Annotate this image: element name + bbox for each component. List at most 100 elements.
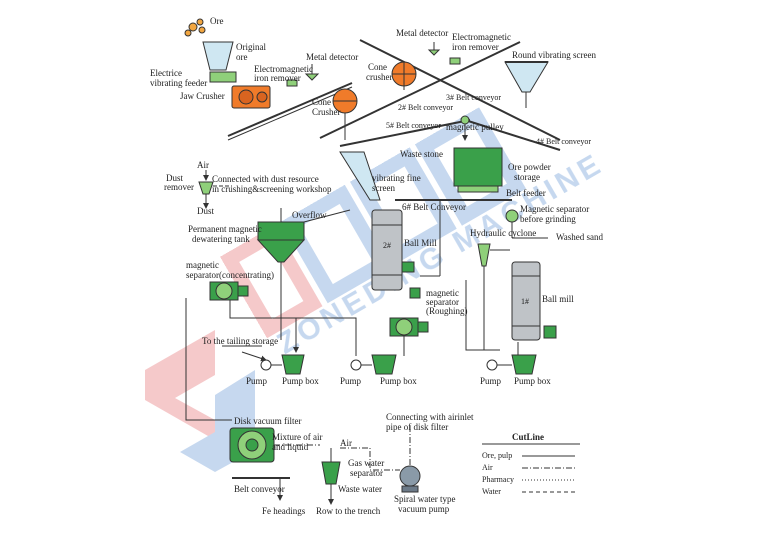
belt-conveyor-5 <box>339 119 471 147</box>
label-dust: Dust <box>197 206 215 216</box>
watermark-logo-red <box>145 330 215 440</box>
label-washed-sand: Washed sand <box>556 232 604 242</box>
label-cone-crusher-2b: crusher <box>366 72 393 82</box>
pumps <box>222 345 537 375</box>
label-ball-mill-1: Ball Mill <box>404 238 437 248</box>
belt-conveyor-4 <box>464 119 561 151</box>
label-ore-powder-2: storage <box>514 172 540 182</box>
label-disk-filter: Disk vacuum filter <box>234 416 301 426</box>
label-em-iron-remover-2b: iron remover <box>452 42 499 52</box>
pump-box-3 <box>511 354 537 375</box>
label-conn-air-2: pipe of disk filter <box>386 422 448 432</box>
motor-box-1 <box>409 287 421 299</box>
label-pump-box-3: Pump box <box>514 376 551 386</box>
ball-mill-1-tag: 1# <box>521 297 529 306</box>
dust-remover <box>198 170 232 209</box>
label-belt-2: 2# Belt conveyor <box>398 103 453 112</box>
label-spiral-pump-2: vacuum pump <box>398 504 450 514</box>
label-belt-feeder: Belt feeder <box>506 188 546 198</box>
pump-2 <box>350 359 362 371</box>
label-magnetic-pulley: magnetic pulley <box>446 122 504 132</box>
label-belt-4: 4# Belt conveyor <box>536 137 591 146</box>
label-mixture-1: Mixture of air <box>272 432 322 442</box>
label-cone-crusher-1b: Crusher <box>312 107 341 117</box>
belt-conveyor-3 <box>359 39 561 141</box>
label-spiral-pump-1: Spiral water type <box>394 494 455 504</box>
magnetic-separator-concentrating <box>209 281 249 301</box>
ball-mill-2-tag: 2# <box>383 241 391 250</box>
label-belt-3: 3# Belt conveyor <box>446 93 501 102</box>
label-ore: Ore <box>210 16 224 26</box>
legend-item-ore-pulp: Ore, pulp <box>482 451 512 460</box>
label-original-ore-2: ore <box>236 52 248 62</box>
label-electrice-feeder-2: vibrating feeder <box>150 78 207 88</box>
label-overflow: Overflow <box>292 210 327 220</box>
label-mag-rough-3: (Roughing) <box>426 306 468 316</box>
label-mag-rough-2: separator <box>426 297 459 307</box>
label-ball-mill-2: Ball mill <box>542 294 574 304</box>
label-electrice-feeder-1: Electrice <box>150 68 182 78</box>
watermark-glyph-1 <box>220 224 323 339</box>
label-vib-fine-1: vibrating fine <box>372 173 421 183</box>
ball-mill-1: 1# <box>511 261 557 341</box>
disk-vacuum-filter <box>229 427 275 463</box>
legend-item-pharmacy: Pharmacy <box>482 475 514 484</box>
legend-item-water: Water <box>482 487 501 496</box>
metal-detector-2 <box>427 42 441 56</box>
legend-item-air: Air <box>482 463 493 472</box>
dewatering-tank <box>256 221 306 340</box>
legend-title: CutLine <box>512 432 544 442</box>
em-iron-remover-1 <box>286 79 298 87</box>
label-dust-remover-1: Dust <box>166 173 184 183</box>
em-iron-remover-2 <box>449 57 461 65</box>
pump-3 <box>486 359 498 371</box>
label-jaw-crusher: Jaw Crusher <box>180 91 225 101</box>
legend: CutLine Ore, pulp Air Pharmacy Water <box>482 432 580 496</box>
jaw-crusher <box>231 85 271 109</box>
pump-box-2 <box>371 354 397 375</box>
label-perm-tank-1: Permanent magnetic <box>188 224 262 234</box>
cone-crusher-2 <box>391 61 417 90</box>
label-original-ore-1: Original <box>236 42 266 52</box>
ore-icon <box>184 18 206 37</box>
label-em-iron-remover-1a: Electromagnetic <box>254 64 313 74</box>
label-mag-sep-before-1: Magnetic separator <box>520 204 589 214</box>
label-mag-sep-before-2: before grinding <box>520 214 576 224</box>
label-cone-crusher-1a: Cone <box>312 97 331 107</box>
vibrating-feeder <box>209 71 237 83</box>
belt-conveyor-1 <box>227 82 353 137</box>
label-metal-detector-2: Metal detector <box>396 28 448 38</box>
label-pump-1: Pump <box>246 376 268 386</box>
label-belt-5: 5# Belt conveyor <box>386 121 441 130</box>
label-pump-2: Pump <box>340 376 362 386</box>
label-dust-conn-1: Connected with dust resource <box>212 174 319 184</box>
label-belt-conveyor: Belt conveyor <box>234 484 285 494</box>
round-vibrating-screen <box>504 61 549 108</box>
pump-1 <box>241 351 272 371</box>
label-tailing-storage: To the tailing storage <box>202 336 278 346</box>
watermark-glyph-2 <box>280 184 392 304</box>
label-hydraulic-cyclone: Hydraulic cyclone <box>470 228 536 238</box>
label-air-2: Air <box>340 438 352 448</box>
cone-crusher-1 <box>332 88 358 140</box>
label-gas-water-2: separator <box>350 468 383 478</box>
label-waste-stone: Waste stone <box>400 149 443 159</box>
label-row-trench: Row to the trench <box>316 506 381 516</box>
magnetic-separator-before-grinding <box>505 209 519 223</box>
label-ore-powder-1: Ore powder <box>508 162 551 172</box>
metal-detector-1 <box>304 64 320 81</box>
ore-powder-storage <box>453 147 503 193</box>
label-round-screen: Round vibrating screen <box>512 50 596 60</box>
label-pump-box-2: Pump box <box>380 376 417 386</box>
labels: Ore Original ore Electrice vibrating fee… <box>150 16 604 516</box>
label-gas-water-1: Gas water <box>348 458 384 468</box>
label-air: Air <box>197 160 209 170</box>
vibrating-fine-screen <box>339 151 381 201</box>
label-mixture-2: and liquid <box>272 442 309 452</box>
label-cone-crusher-2a: Cone <box>368 62 387 72</box>
label-conn-air-1: Connecting with airinlet <box>386 412 474 422</box>
label-em-iron-remover-2a: Electromagnetic <box>452 32 511 42</box>
magnetic-separator-roughing <box>389 317 429 337</box>
label-fe-headings: Fe headings <box>262 506 306 516</box>
label-mag-rough-1: magnetic <box>426 288 459 298</box>
